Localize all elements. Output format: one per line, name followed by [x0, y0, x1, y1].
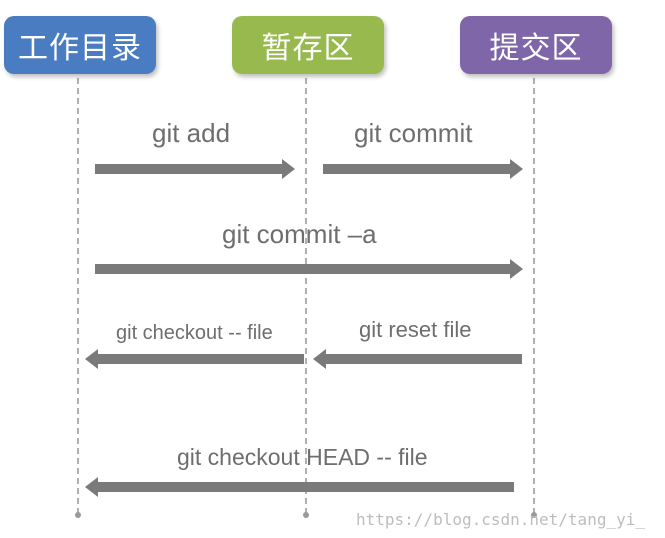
commit-lane-end-dot	[531, 512, 537, 518]
git-reset-file-arrow	[313, 349, 522, 369]
git-add-label: git add	[152, 118, 231, 148]
staging-box-label: 暂存区	[261, 31, 355, 66]
git-checkout-file-label: git checkout -- file	[116, 322, 273, 344]
staging-lane-line	[305, 78, 307, 514]
workdir-lane-end-dot	[75, 512, 81, 518]
commit-lane-line	[533, 78, 535, 514]
commit-box-label: 提交区	[489, 31, 583, 66]
git-checkout-head-file-label: git checkout HEAD -- file	[177, 444, 428, 470]
git-reset-file-label: git reset file	[359, 317, 472, 342]
workdir-box-label: 工作目录	[18, 31, 142, 66]
workdir-lane-line	[77, 78, 79, 514]
watermark-url: https://blog.csdn.net/tang_yi_	[356, 510, 645, 529]
commit-box: 提交区	[460, 16, 612, 74]
git-commit-label: git commit	[354, 118, 473, 148]
workdir-box: 工作目录	[4, 16, 156, 74]
git-commit-arrow	[323, 159, 523, 179]
staging-lane-end-dot	[303, 512, 309, 518]
staging-box: 暂存区	[232, 16, 384, 74]
git-commit-a-label: git commit –a	[222, 219, 377, 249]
git-checkout-head-file-arrow	[85, 477, 514, 497]
git-checkout-file-arrow	[85, 349, 304, 369]
git-commit-a-arrow	[95, 259, 523, 279]
git-add-arrow	[95, 159, 295, 179]
